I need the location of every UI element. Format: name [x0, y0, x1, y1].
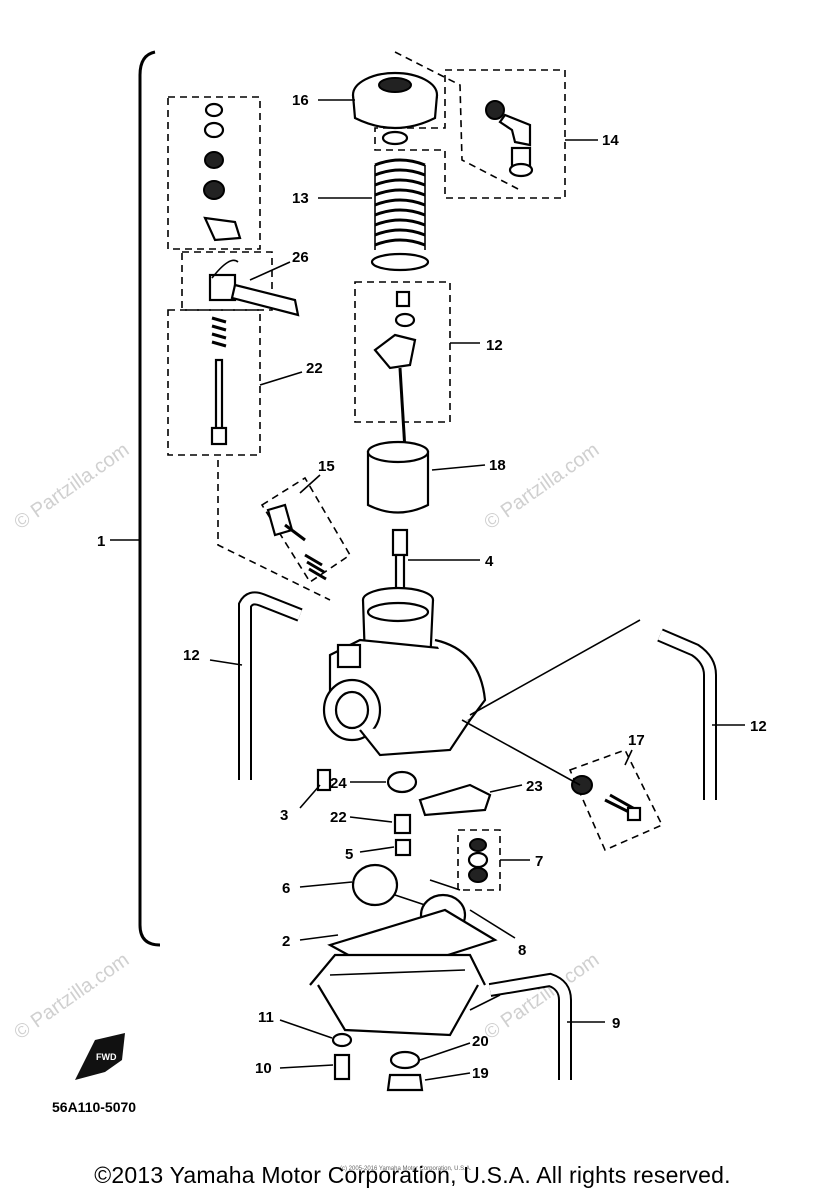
callout-6: 6 [282, 880, 290, 897]
part-carburetor-body [322, 586, 487, 757]
part-drain-screw [333, 1053, 351, 1081]
callout-8: 8 [518, 942, 526, 959]
assembly-bracket [138, 50, 161, 947]
part-hoses [238, 591, 717, 1080]
part-lever [208, 259, 300, 317]
diagram-code: 56A110-5070 [52, 1099, 136, 1115]
callout-5: 5 [345, 846, 353, 863]
part-pilot-screw-stack [203, 102, 242, 242]
group-box-26 [181, 251, 273, 311]
part-float-bowl [309, 953, 486, 1037]
watermarks: © Partzilla.com © Partzilla.com © Partzi… [10, 439, 603, 1044]
group-box-16 [260, 476, 352, 584]
part-throttle-stop-screw [210, 316, 228, 446]
part-valve-seat [467, 838, 489, 883]
fwd-arrow-icon: FWD [75, 1033, 125, 1080]
part-elbow-fitting [485, 100, 534, 178]
callout-7: 7 [535, 853, 543, 870]
part-main-jet [394, 838, 412, 857]
callout-16: 15 [318, 458, 335, 475]
part-air-screw [266, 503, 327, 581]
part-needle-jet [391, 528, 409, 597]
callout-2: 2 [282, 933, 290, 950]
group-box-22 [167, 309, 261, 456]
callout-12-right: 12 [750, 718, 767, 735]
callout-10: 10 [255, 1060, 272, 1077]
part-washer [331, 1032, 353, 1048]
callout-26: 26 [292, 249, 309, 266]
copyright-notice: ©2013 Yamaha Motor Corporation, U.S.A. A… [94, 1162, 731, 1188]
callout-24: 23 [526, 778, 543, 795]
callout-20: 19 [472, 1065, 489, 1082]
group-box-15 [374, 69, 566, 199]
watermark: © Partzilla.com [10, 949, 133, 1044]
callout-3: 3 [280, 807, 288, 824]
part-idle-screw [571, 775, 642, 822]
group-box-pilot-screw [167, 96, 261, 250]
part-plug [386, 1073, 424, 1092]
callout-13: 12 [486, 337, 503, 354]
small-credit: (c) 2005-2016 Yamaha Motor Corporation, … [340, 1166, 472, 1172]
part-throttle-valve [366, 440, 430, 514]
part-screw-3 [316, 768, 332, 792]
callout-18: 17 [628, 732, 645, 749]
part-top-cap [351, 71, 439, 146]
part-spring [370, 158, 430, 272]
callout-labels: 16 13 14 26 12 22 18 15 1 4 12 12 17 24 … [97, 92, 767, 1082]
part-plate [418, 783, 492, 817]
callout-15: 14 [602, 132, 619, 149]
fwd-label: FWD [96, 1052, 117, 1062]
callout-17: 16 [292, 92, 309, 109]
callout-25: 24 [330, 775, 347, 792]
watermark: © Partzilla.com [480, 439, 603, 534]
callout-19: 18 [489, 457, 506, 474]
callout-11: 11 [258, 1009, 274, 1026]
group-box-18 [568, 749, 664, 852]
callout-21: 20 [472, 1033, 489, 1050]
callout-23: 22 [330, 809, 347, 826]
leader-dash-15 [394, 51, 521, 191]
callout-9: 9 [612, 1015, 620, 1032]
leader-lines [209, 99, 745, 1081]
part-needle [373, 290, 417, 451]
leader-dash-22 [217, 460, 331, 601]
callout-14: 13 [292, 190, 309, 207]
callout-22: 22 [306, 360, 323, 377]
part-pilot-jet [393, 813, 412, 835]
callout-1: 1 [97, 533, 105, 550]
callout-12-left: 12 [183, 647, 200, 664]
callout-4: 4 [485, 553, 494, 570]
part-main-jet-holder [386, 770, 418, 794]
part-o-ring [389, 1050, 421, 1070]
watermark: © Partzilla.com [10, 439, 133, 534]
